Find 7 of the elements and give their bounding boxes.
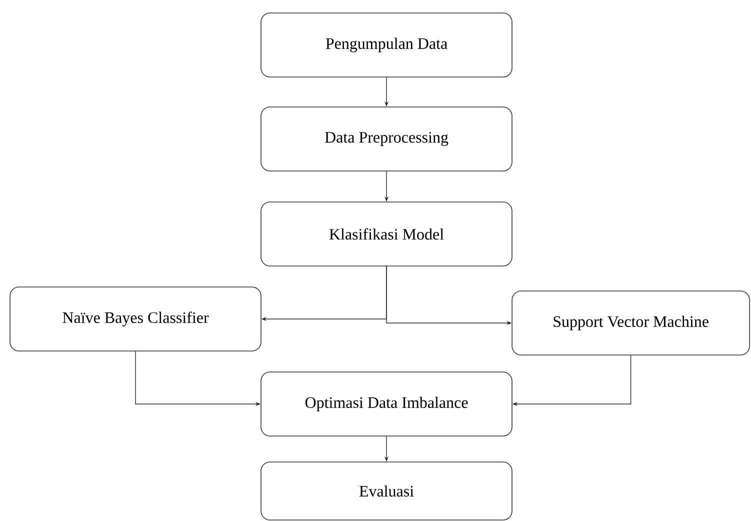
process-box: Evaluasi: [260, 462, 512, 520]
process-box: Data Preprocessing: [260, 106, 512, 172]
process-box: Support Vector Machine: [512, 290, 750, 356]
process-box: Optimasi Data Imbalance: [260, 372, 512, 436]
process-box: Klasifikasi Model: [260, 202, 512, 266]
process-box: Pengumpulan Data: [260, 12, 512, 78]
process-box: Naïve Bayes Classifier: [10, 286, 262, 352]
